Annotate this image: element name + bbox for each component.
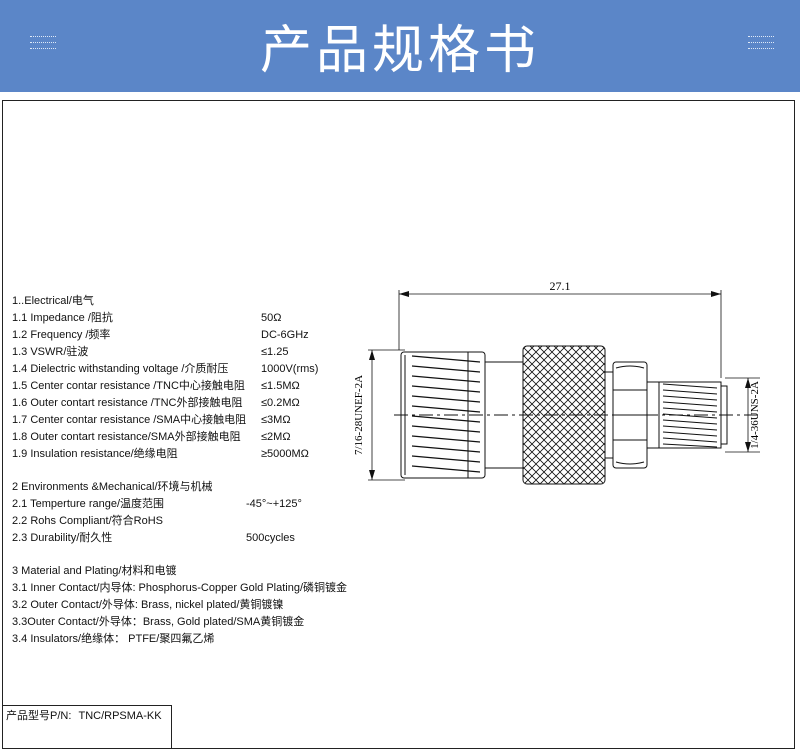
header-banner: 产品规格书 [0, 0, 800, 92]
spec-label: 1.3 VSWR/驻波 [12, 346, 89, 358]
page-title: 产品规格书 [259, 21, 540, 81]
spec-value: 500cycles [246, 532, 295, 544]
electrical-heading: 1..Electrical/电气 [12, 295, 94, 307]
part-number-box [2, 705, 172, 749]
spec-value: -45°~+125° [246, 498, 302, 510]
spec-value: DC-6GHz [261, 329, 309, 341]
spec-label: 2.3 Durability/耐久性 [12, 532, 113, 544]
spec-label: 1.7 Center contar resistance /SMA中心接触电阻 [12, 414, 247, 426]
material-heading: 3 Material and Plating/材料和电镀 [12, 565, 177, 577]
part-number-value: TNC/RPSMA-KK [78, 710, 162, 722]
spec-value: ≤0.2MΩ [261, 397, 300, 409]
environmental-heading: 2 Environments &Mechanical/环境与机械 [12, 481, 213, 493]
spec-label: 3.1 Inner Contact/内导体: Phosphorus-Copper… [12, 582, 348, 594]
part-number: 产品型号P/N: TNC/RPSMA-KK [6, 707, 162, 723]
spec-label: 1.4 Dielectric withstanding voltage /介质耐… [12, 363, 229, 375]
spec-label: 1.6 Outer contart resistance /TNC外部接触电阻 [12, 397, 243, 409]
spec-label: 3.4 Insulators/绝缘体： PTFE/聚四氟乙烯 [12, 633, 215, 645]
spec-value: ≤2MΩ [261, 431, 291, 443]
spec-value: 1000V(rms) [261, 363, 319, 375]
spec-sheet-frame [2, 100, 795, 749]
spec-label: 1.9 Insulation resistance/绝缘电阻 [12, 448, 178, 460]
spec-value: 50Ω [261, 312, 282, 324]
spec-label: 1.8 Outer contart resistance/SMA外部接触电阻 [12, 431, 241, 443]
spec-label: 1.5 Center contar resistance /TNC中心接触电阻 [12, 380, 245, 392]
spec-label: 1.2 Frequency /频率 [12, 329, 111, 341]
decorative-dots-left [30, 36, 56, 50]
part-number-label: 产品型号P/N: [6, 710, 72, 722]
spec-label: 2.1 Temperture range/温度范围 [12, 498, 165, 510]
spec-label: 3.3Outer Contact/外导体：Brass, Gold plated/… [12, 616, 305, 628]
spec-value: ≤1.5MΩ [261, 380, 300, 392]
spec-value: ≤1.25 [261, 346, 289, 358]
spec-label: 3.2 Outer Contact/外导体: Brass, nickel pla… [12, 599, 284, 611]
spec-value: ≥5000MΩ [261, 448, 309, 460]
decorative-dots-right [748, 36, 774, 50]
spec-label: 1.1 Impedance /阻抗 [12, 312, 113, 324]
spec-label: 2.2 Rohs Compliant/符合RoHS [12, 515, 164, 527]
spec-value: ≤3MΩ [261, 414, 291, 426]
